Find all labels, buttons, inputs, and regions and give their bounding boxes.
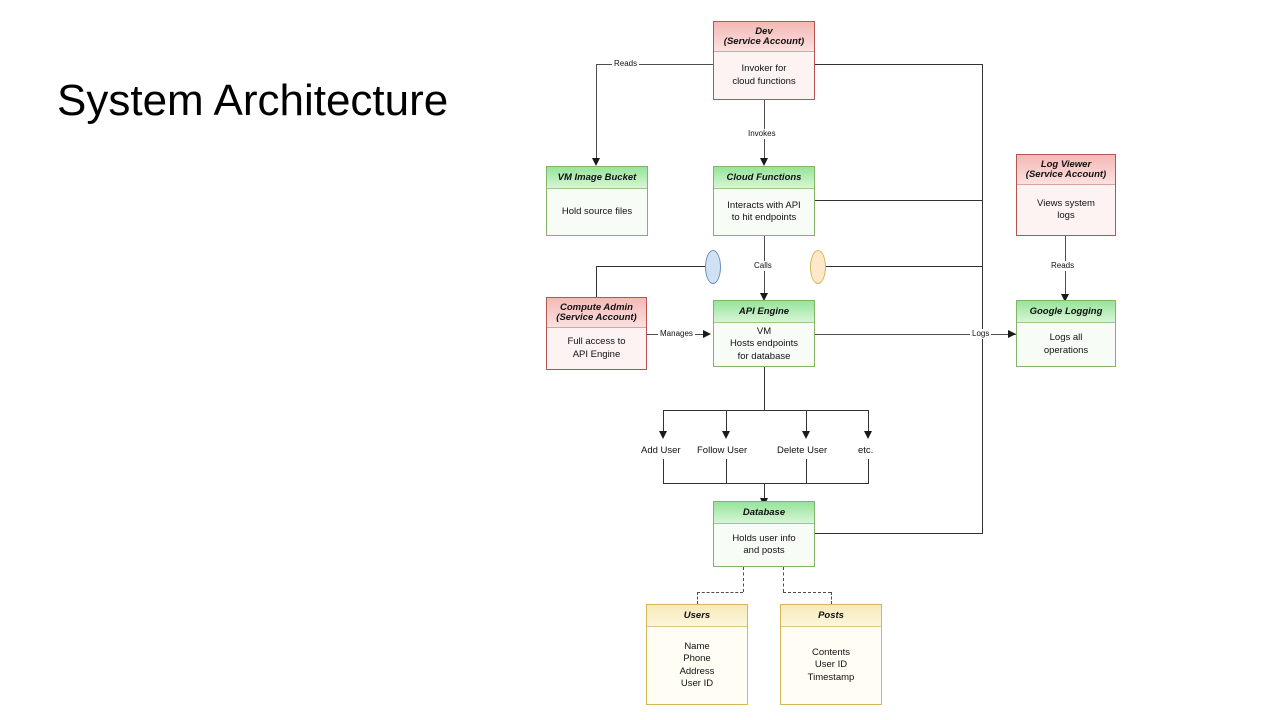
edge-label-invokes: Invokes — [746, 129, 778, 139]
arrowhead-delete-user — [802, 431, 810, 439]
arrowhead-to-api-engine — [760, 293, 768, 301]
edge-branch-add-user — [663, 410, 664, 434]
edge-label-manages: Manages — [658, 329, 695, 339]
arrowhead-to-google-logging-reads — [1061, 294, 1069, 302]
edge-database-to-users-v1 — [743, 567, 744, 592]
node-cloud-functions-body: Interacts with API to hit endpoints — [714, 189, 814, 235]
edge-join-to-database — [764, 483, 765, 501]
edge-blue-connector-to-compute-admin-v — [596, 266, 597, 297]
connector-ellipse-blue — [705, 250, 721, 284]
edge-database-to-posts-v1 — [783, 567, 784, 592]
node-api-engine-header: API Engine — [714, 301, 814, 323]
edge-blue-connector-to-compute-admin-h — [596, 266, 718, 267]
node-log-viewer[interactable]: Log Viewer (Service Account) Views syste… — [1016, 154, 1116, 236]
arrowhead-add-user — [659, 431, 667, 439]
node-database[interactable]: Database Holds user info and posts — [713, 501, 815, 567]
node-dev-header: Dev (Service Account) — [714, 22, 814, 52]
node-log-viewer-title-line1: Log Viewer — [1040, 158, 1092, 170]
node-compute-admin-title-line2: (Service Account) — [556, 311, 637, 323]
node-compute-admin-header: Compute Admin (Service Account) — [547, 298, 646, 328]
node-dev[interactable]: Dev (Service Account) Invoker for cloud … — [713, 21, 815, 100]
node-google-logging-header: Google Logging — [1017, 301, 1115, 323]
connector-ellipse-amber — [810, 250, 826, 284]
node-database-header: Database — [714, 502, 814, 524]
edge-label-calls: Calls — [752, 261, 774, 271]
arrowhead-to-vm-image-bucket — [592, 158, 600, 166]
edge-dev-reads-vertical — [596, 64, 597, 160]
node-compute-admin-title-line1: Compute Admin — [559, 301, 633, 313]
node-compute-admin[interactable]: Compute Admin (Service Account) Full acc… — [546, 297, 647, 370]
edge-label-reads-bucket: Reads — [612, 59, 640, 69]
node-cloud-functions-header: Cloud Functions — [714, 167, 814, 189]
endpoint-label-follow-user: Follow User — [697, 445, 748, 456]
edge-right-bus-to-amber-connector — [810, 266, 983, 267]
node-dev-title-line2: (Service Account) — [723, 35, 805, 47]
edge-branch-etc — [868, 410, 869, 434]
endpoint-label-etc: etc. — [858, 445, 874, 456]
node-users-table-header: Users — [647, 605, 747, 627]
edge-database-to-users-h — [697, 592, 743, 593]
endpoint-label-delete-user: Delete User — [777, 445, 828, 456]
node-posts-table-body: Contents User ID Timestamp — [781, 627, 881, 704]
edge-database-to-users-v2 — [697, 592, 698, 604]
edge-api-engine-fanout-stem — [764, 367, 765, 410]
arrowhead-etc — [864, 431, 872, 439]
edge-join-add-user — [663, 459, 664, 483]
edge-dev-reads-horizontal — [596, 64, 713, 65]
node-cloud-functions[interactable]: Cloud Functions Interacts with API to hi… — [713, 166, 815, 236]
node-vm-image-bucket-header: VM Image Bucket — [547, 167, 647, 189]
node-api-engine[interactable]: API Engine VM Hosts endpoints for databa… — [713, 300, 815, 367]
arrowhead-to-google-logging — [1008, 330, 1016, 338]
edge-api-engine-fanout-bar — [663, 410, 869, 411]
edge-dev-to-right-bus — [815, 64, 983, 65]
node-log-viewer-body: Views system logs — [1017, 185, 1115, 235]
node-dev-title-line1: Dev — [755, 25, 773, 37]
edge-join-follow-user — [726, 459, 727, 483]
edge-label-logs: Logs — [970, 329, 992, 339]
arrowhead-to-cloud-functions — [760, 158, 768, 166]
node-users-table[interactable]: Users Name Phone Address User ID — [646, 604, 748, 705]
node-posts-table[interactable]: Posts Contents User ID Timestamp — [780, 604, 882, 705]
edge-label-reads-logviewer: Reads — [1049, 261, 1077, 271]
edge-database-to-right-bus — [815, 533, 983, 534]
node-posts-table-header: Posts — [781, 605, 881, 627]
node-vm-image-bucket[interactable]: VM Image Bucket Hold source files — [546, 166, 648, 236]
edge-branch-delete-user — [806, 410, 807, 434]
edge-api-engine-logs-google-logging — [815, 334, 1016, 335]
edge-cloud-functions-to-right-bus — [815, 200, 983, 201]
node-database-body: Holds user info and posts — [714, 524, 814, 566]
endpoint-label-add-user: Add User — [641, 445, 681, 456]
arrowhead-follow-user — [722, 431, 730, 439]
edge-branch-follow-user — [726, 410, 727, 434]
node-users-table-body: Name Phone Address User ID — [647, 627, 747, 704]
edge-join-etc — [868, 459, 869, 483]
node-api-engine-body: VM Hosts endpoints for database — [714, 323, 814, 366]
edge-database-to-posts-h — [783, 592, 831, 593]
edge-join-delete-user — [806, 459, 807, 483]
edge-right-vertical-bus — [982, 64, 983, 534]
node-google-logging-body: Logs all operations — [1017, 323, 1115, 366]
arrowhead-to-api-engine-manages — [703, 330, 711, 338]
node-log-viewer-header: Log Viewer (Service Account) — [1017, 155, 1115, 185]
node-google-logging[interactable]: Google Logging Logs all operations — [1016, 300, 1116, 367]
node-compute-admin-body: Full access to API Engine — [547, 328, 646, 369]
node-vm-image-bucket-body: Hold source files — [547, 189, 647, 235]
edge-database-to-posts-v2 — [831, 592, 832, 604]
edge-join-bar — [663, 483, 869, 484]
node-dev-body: Invoker for cloud functions — [714, 52, 814, 99]
page-title: System Architecture — [57, 76, 449, 125]
node-log-viewer-title-line2: (Service Account) — [1025, 168, 1107, 180]
